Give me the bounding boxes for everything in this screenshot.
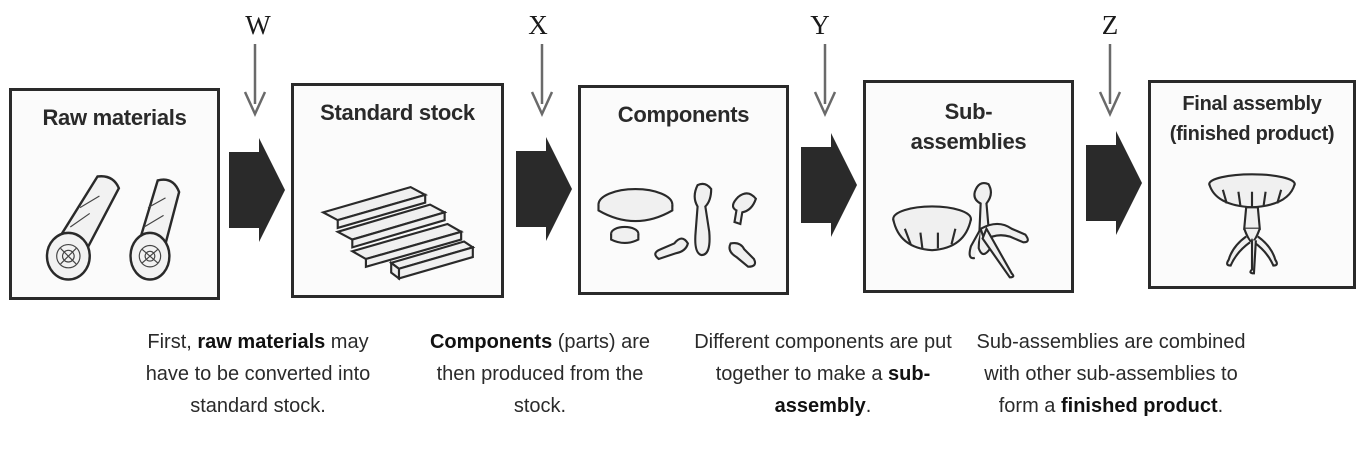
stage-final-assembly: Final assembly (finished product) [1148,80,1356,289]
stage-title: Final assembly (finished product) [1169,93,1335,145]
planks-icon [320,185,476,281]
stage-title: Sub- assemblies [910,99,1027,154]
caption-keyword: finished product [1061,395,1218,417]
letter-y: Y [810,10,830,40]
table-icon [1208,173,1296,275]
down-arrow-y [813,44,837,118]
letter-z: Z [1101,10,1119,40]
caption-text: . [865,395,872,417]
flow-arrow-1 [229,138,285,242]
subassembly-icon [892,182,1029,279]
caption-raw-materials: First, raw materials may have to be conv… [140,326,376,422]
down-arrow-z [1098,44,1122,118]
caption-keyword: sub-assembly [774,363,931,417]
caption-finished-product: Sub-assemblies are combined with other s… [976,326,1246,422]
stage-title: Raw materials [42,105,187,130]
logs-icon [45,175,181,281]
stage-title: Standard stock [320,100,475,125]
flow-arrow-3 [801,133,857,237]
stage-standard-stock: Standard stock [291,83,504,298]
stage-components: Components [578,85,789,295]
down-arrow-w [243,44,267,118]
down-arrow-x [530,44,554,118]
caption-keyword: raw materials [197,331,326,353]
caption-text: First, [147,331,198,353]
flow-arrow-4 [1086,131,1142,235]
caption-sub-assembly: Different components are put together to… [688,326,958,422]
caption-text: (parts) are then produced from the stock… [436,331,651,417]
parts-icon [597,182,758,268]
caption-text: Sub-assemblies are combined with other s… [976,331,1246,417]
caption-text: Different components are put together to… [694,331,952,385]
stage-raw-materials: Raw materials [9,88,220,300]
caption-text: may have to be converted into standard s… [145,331,371,417]
letter-x: X [528,10,548,40]
flow-arrow-2 [516,137,572,241]
stage-title: Components [617,102,750,127]
caption-text: . [1217,395,1224,417]
caption-components: Components (parts) are then produced fro… [420,326,660,422]
caption-keyword: Components [429,331,553,353]
stage-sub-assemblies: Sub- assemblies [863,80,1074,293]
letter-w: W [245,10,271,40]
